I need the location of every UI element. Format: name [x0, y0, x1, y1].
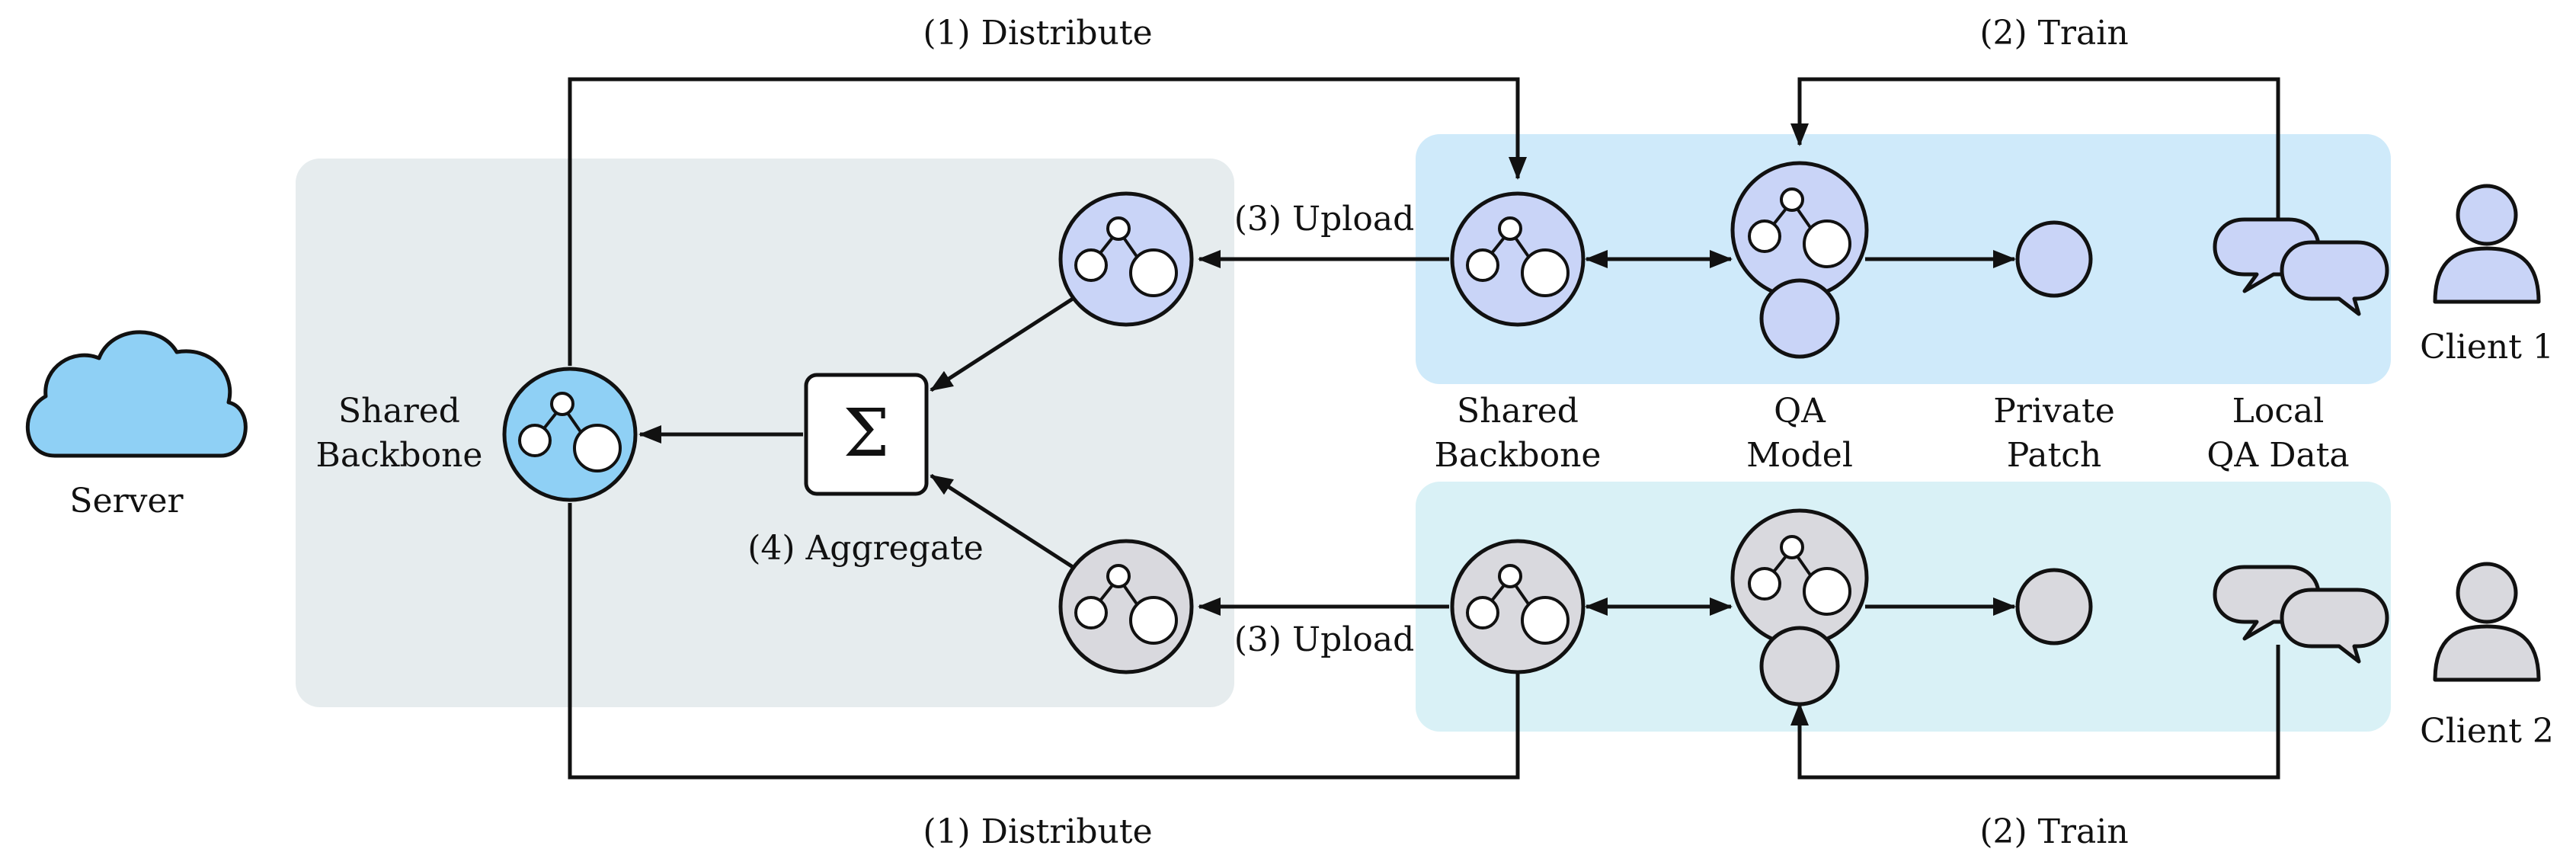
- uploaded-backbone-client2: [1058, 539, 1194, 674]
- client1-qa-model: [1730, 161, 1869, 359]
- distribute-label-top: (1) Distribute: [923, 14, 1152, 53]
- train-label-bottom: (2) Train: [1979, 812, 2128, 851]
- client1-person-icon: [2433, 184, 2541, 304]
- client2-backbone-node: [1450, 539, 1586, 674]
- server-backbone-label: Shared: [338, 392, 460, 431]
- network-icon: [1074, 564, 1178, 645]
- client1-private-patch: [2015, 220, 2093, 298]
- aggregate-in-bottom: [930, 473, 1074, 569]
- client2-person-icon: [2433, 562, 2541, 682]
- qa-model-label: Model: [1746, 436, 1853, 475]
- client-backbone-label: Backbone: [1435, 436, 1602, 475]
- client1-backbone-node: [1450, 191, 1586, 327]
- distribute-arrow-top: [568, 77, 1527, 366]
- distribute-arrow-bottom: [568, 503, 1520, 780]
- upload-label-bottom: (3) Upload: [1234, 620, 1415, 659]
- server-backbone-node: [502, 367, 638, 502]
- network-icon: [1466, 216, 1570, 297]
- network-icon: [518, 392, 622, 472]
- train-arrow-bottom: [1790, 645, 2280, 780]
- network-icon: [1074, 216, 1178, 297]
- network-icon: [1748, 187, 1851, 268]
- qa-patch-circle: [1759, 626, 1840, 706]
- uploaded-backbone-client1: [1058, 191, 1194, 327]
- network-icon: [1748, 535, 1851, 616]
- train-arrow-top: [1790, 77, 2280, 221]
- sigma-symbol: Σ: [843, 396, 890, 472]
- client2-label: Client 2: [2420, 712, 2554, 751]
- local-data-label: QA Data: [2206, 436, 2349, 475]
- server-backbone-label: Backbone: [316, 436, 483, 475]
- client1-label: Client 1: [2420, 328, 2554, 367]
- local-data-label: Local: [2232, 392, 2325, 431]
- train-label-top: (2) Train: [1979, 14, 2128, 53]
- qa-patch-circle: [1759, 278, 1840, 359]
- private-patch-label: Private: [1993, 392, 2115, 431]
- chat-bubbles-icon: [2213, 565, 2389, 664]
- qa-model-label: QA: [1774, 392, 1826, 431]
- server-label: Server: [69, 482, 184, 520]
- cloud-icon: [25, 330, 248, 458]
- upload-label-top: (3) Upload: [1234, 200, 1415, 239]
- chat-bubbles-icon: [2213, 217, 2389, 316]
- client-backbone-label: Shared: [1457, 392, 1579, 431]
- distribute-label-bottom: (1) Distribute: [923, 812, 1152, 851]
- aggregate-box: [804, 373, 929, 496]
- client2-private-patch: [2015, 568, 2093, 645]
- client2-qa-model: [1730, 508, 1869, 706]
- network-icon: [1466, 564, 1570, 645]
- private-patch-label: Patch: [2007, 436, 2102, 475]
- aggregate-label: (4) Aggregate: [747, 529, 984, 568]
- aggregate-in-top: [930, 296, 1074, 392]
